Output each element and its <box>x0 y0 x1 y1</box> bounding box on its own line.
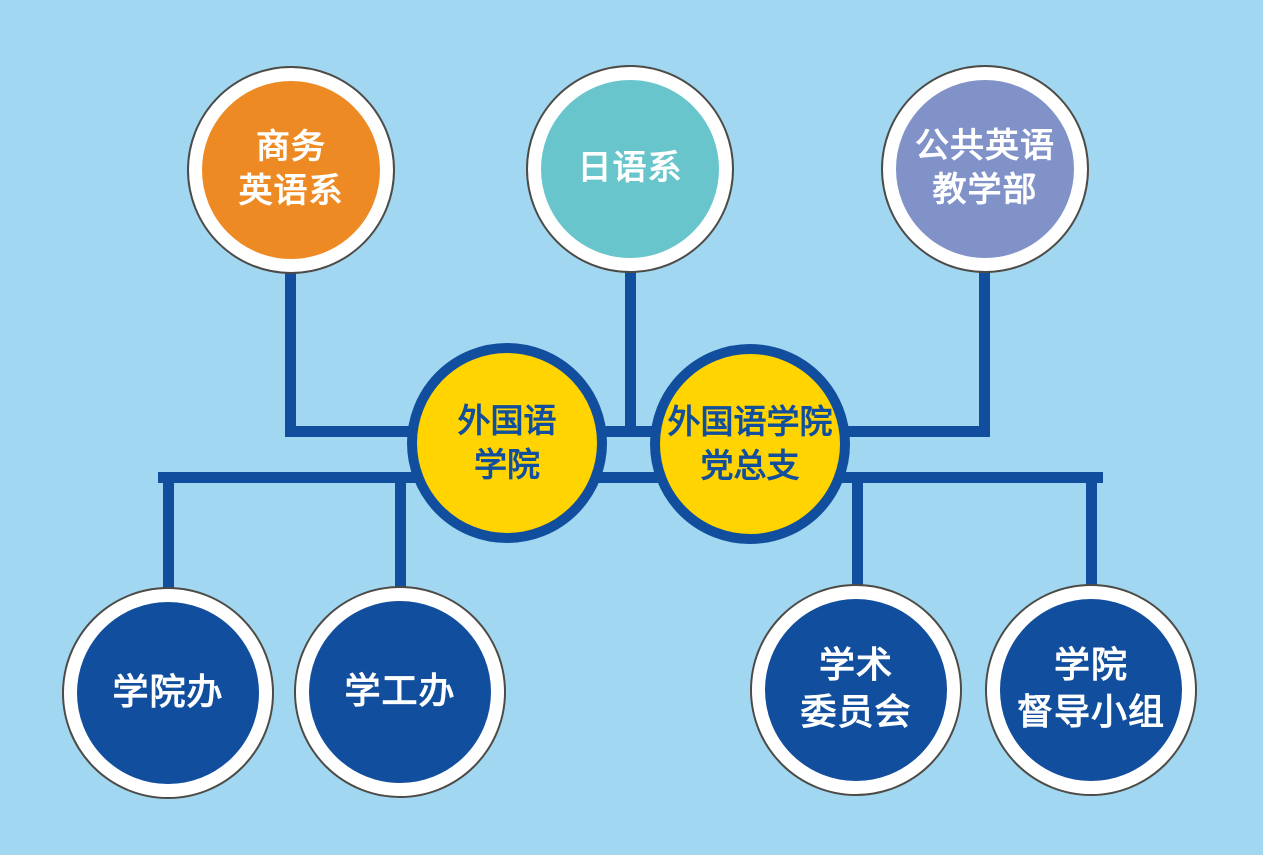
connector-student-affairs-office <box>395 472 406 692</box>
node-label: 外国语 <box>457 401 557 441</box>
node-label: 党总支 <box>700 446 800 485</box>
node-public-english-teaching-dept: 公共英语 教学部 <box>883 67 1087 271</box>
node-japanese-dept: 日语系 <box>528 67 732 271</box>
node-label: 公共英语 <box>915 126 1055 167</box>
node-academic-committee: 学术 委员会 <box>752 586 960 794</box>
node-label: 日语系 <box>577 148 683 189</box>
node-label: 外国语学院 <box>667 402 833 442</box>
node-label: 学院 <box>474 445 540 484</box>
node-label: 督导小组 <box>1016 692 1165 733</box>
node-party-branch: 外国语学院 党总支 <box>650 344 850 544</box>
connector-upper-horizontal <box>286 426 990 437</box>
connector-business-english-dept <box>285 170 296 437</box>
connector-public-english-teaching-dept <box>979 169 990 437</box>
node-label: 商务 <box>256 127 326 168</box>
connector-japanese-dept <box>625 169 636 437</box>
connector-lower-horizontal <box>158 472 1103 483</box>
node-label: 学院办 <box>112 671 224 713</box>
node-student-affairs-office: 学工办 <box>296 588 504 796</box>
node-supervision-group: 学院 督导小组 <box>987 586 1195 794</box>
node-school-of-foreign-languages: 外国语 学院 <box>407 343 607 543</box>
node-label: 学术 <box>818 645 893 687</box>
connector-academic-committee <box>852 472 863 690</box>
node-label: 教学部 <box>932 170 1038 210</box>
node-college-office: 学院办 <box>64 589 272 797</box>
connector-supervision-group <box>1086 472 1097 690</box>
connector-college-office <box>163 472 174 693</box>
node-label: 委员会 <box>800 692 912 733</box>
node-label: 英语系 <box>238 171 344 211</box>
node-business-english-dept: 商务 英语系 <box>189 68 393 272</box>
node-label: 学院 <box>1053 645 1128 687</box>
node-label: 学工办 <box>344 670 456 712</box>
